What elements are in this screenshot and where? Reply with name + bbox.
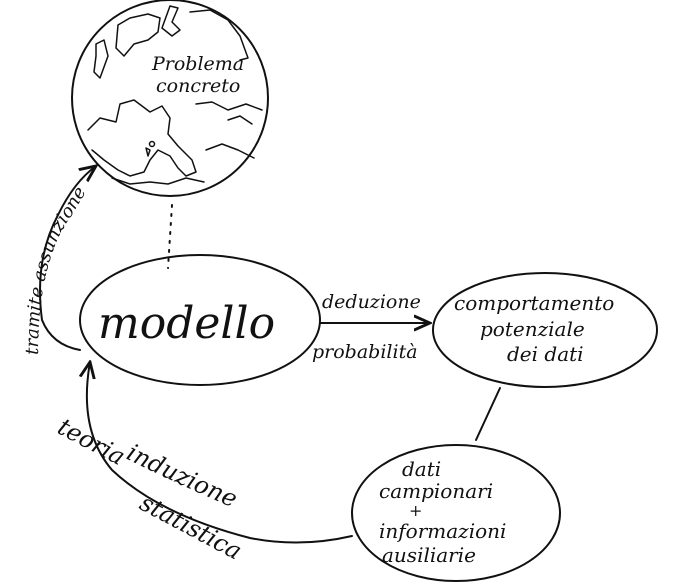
globe-circle	[71, 0, 269, 197]
comportamento-node: comportamento potenziale dei dati	[432, 272, 658, 388]
dati-line-1: dati	[402, 457, 441, 481]
dati-line-5: ausiliarie	[382, 543, 476, 567]
globe-map-outline	[87, 5, 263, 185]
comportamento-line-2: potenziale	[480, 317, 585, 341]
dati-line-2: campionari	[379, 479, 493, 503]
dati-line-3: +	[409, 501, 422, 520]
dati-node: dati campionari + informazioni ausiliari…	[351, 444, 561, 582]
probabilita-label: probabilità	[312, 341, 418, 363]
comportamento-line-1: comportamento	[454, 291, 614, 315]
modello-ellipse	[79, 254, 321, 386]
connector-comportamento-dati	[475, 387, 501, 441]
comportamento-line-3: dei dati	[507, 342, 584, 366]
modello-label: modello	[98, 298, 275, 349]
induzione-arrow	[87, 362, 353, 544]
problema-label-line-1: Problema	[151, 53, 244, 75]
dati-ellipse	[351, 444, 561, 582]
dati-line-4: informazioni	[379, 519, 506, 543]
assunzione-arrow	[39, 166, 96, 351]
dotted-connector	[167, 204, 173, 269]
teoria-label: teoria	[53, 413, 130, 471]
problema-node: Problema concreto	[71, 0, 269, 197]
problema-label-line-2: concreto	[156, 75, 240, 97]
comportamento-ellipse	[432, 272, 658, 388]
deduzione-label: deduzione	[322, 291, 421, 313]
modello-node: modello	[79, 254, 321, 386]
